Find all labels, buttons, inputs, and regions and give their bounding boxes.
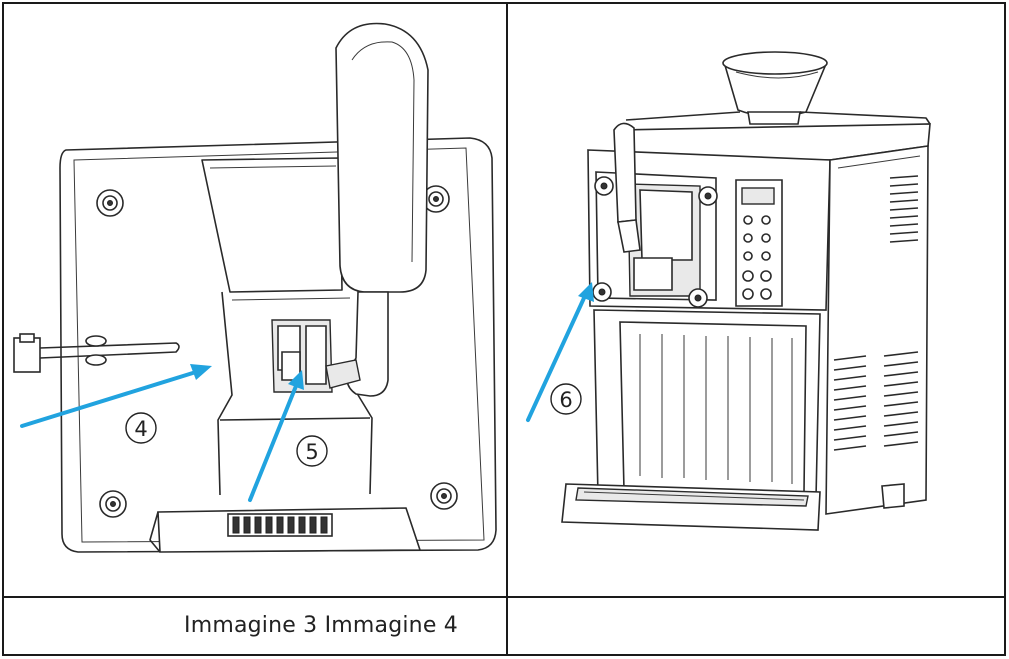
machine-illustration: 6 xyxy=(526,51,931,531)
callout-5-label: 5 xyxy=(305,440,318,464)
column-divider xyxy=(506,2,508,656)
screw-bottom-right xyxy=(430,482,458,510)
vents-upper xyxy=(889,175,919,243)
figure-caption: Immagine 3 Immagine 4 xyxy=(184,613,458,638)
screw-top-left xyxy=(96,189,124,217)
side-pin xyxy=(13,333,180,373)
gear-teeth xyxy=(227,513,333,537)
callout-4-label: 4 xyxy=(134,417,147,441)
callout-5-circle xyxy=(296,435,328,467)
arrow-5 xyxy=(248,384,298,502)
vents-lower xyxy=(833,351,919,451)
screw-bottom-left xyxy=(99,490,127,518)
arrow-4 xyxy=(20,370,198,428)
screw-top-right xyxy=(422,185,450,213)
callout-6-circle xyxy=(550,383,582,415)
rear-panel-illustration: 4 5 xyxy=(13,22,497,553)
callout-6-label: 6 xyxy=(559,388,572,412)
arrow-6 xyxy=(526,296,586,422)
callout-4-circle xyxy=(125,412,157,444)
row-divider xyxy=(2,596,1006,598)
